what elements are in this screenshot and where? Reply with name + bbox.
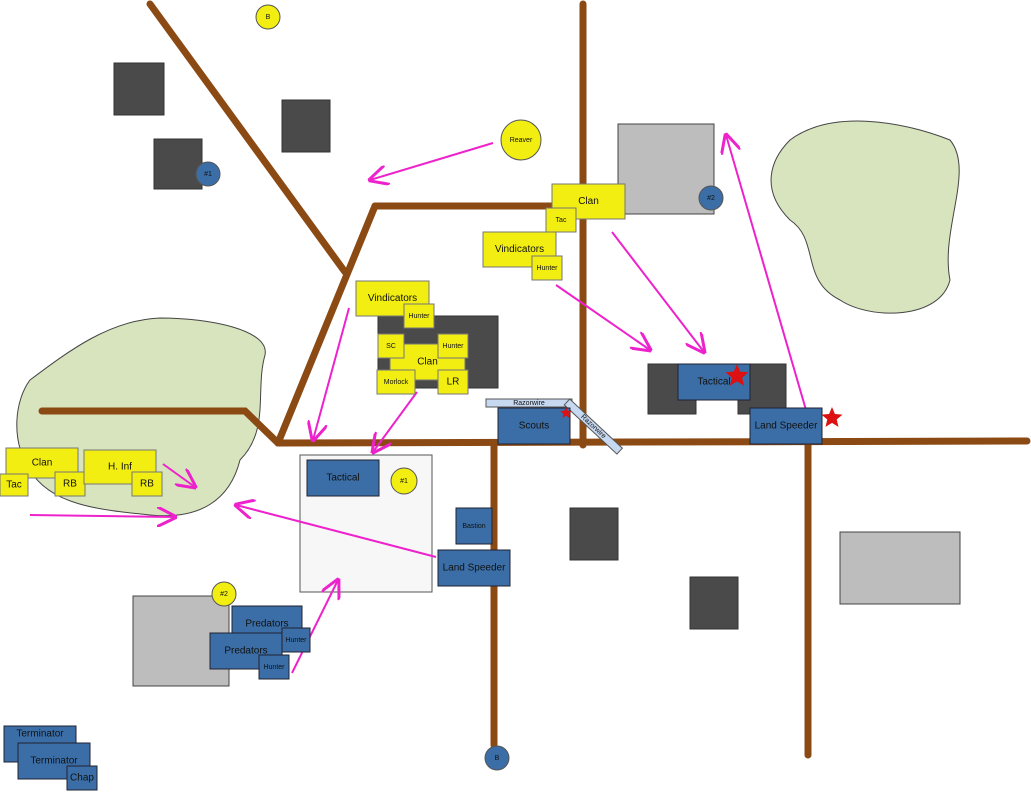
- razorwire-label: Razorwire: [513, 400, 545, 407]
- unit-sc-label: SC: [386, 343, 396, 350]
- unit-tac: [0, 473, 29, 497]
- unit-tactical-label: Tactical: [697, 377, 730, 388]
- unit-predators-label: Predators: [245, 619, 288, 630]
- unit-clan-label: Clan: [32, 458, 53, 469]
- unit-hunter: [403, 303, 435, 329]
- objective-1-label: #1: [400, 478, 408, 485]
- unit-tactical: [306, 459, 380, 497]
- objective-1: [390, 467, 418, 495]
- objective-b: [255, 4, 281, 30]
- unit-hunter-label: Hunter: [263, 664, 285, 671]
- objective-2-blue: [698, 185, 724, 211]
- unit-hunter-label: Hunter: [442, 343, 464, 350]
- unit-vindicators-label: Vindicators: [368, 293, 417, 304]
- unit-clan-label: Clan: [417, 357, 438, 368]
- unit-lr: [437, 369, 469, 395]
- unit-reaver: [500, 119, 542, 161]
- unit-terminator-label: Terminator: [30, 756, 78, 767]
- roads: [38, 0, 1031, 759]
- unit-land-speeder: [437, 549, 511, 587]
- objective-2-label: #2: [220, 591, 228, 598]
- objective-1-blue-label: #1: [204, 171, 212, 178]
- unit-morlock: [376, 369, 416, 395]
- unit-bastion: [455, 507, 493, 545]
- unit-predators-label: Predators: [224, 646, 267, 657]
- casualty-star-icon: [560, 407, 572, 418]
- unit-chaplain-label: Chap: [70, 773, 94, 784]
- unit-vindicators-label: Vindicators: [495, 244, 544, 255]
- unit-hunter: [258, 654, 290, 680]
- objective-1-blue: [195, 161, 221, 187]
- objective-2: [211, 581, 237, 607]
- unit-bastion-label: Bastion: [462, 523, 485, 530]
- unit-heavy-infantry-label: H. Inf: [108, 462, 132, 473]
- unit-land-speeder: [749, 407, 823, 445]
- unit-rb-label: RB: [63, 479, 77, 490]
- casualty-star-icon: [725, 364, 749, 386]
- unit-chaplain: [66, 765, 98, 791]
- objective-b-blue-label: B: [495, 755, 500, 762]
- unit-hunter-label: Hunter: [408, 313, 430, 320]
- unit-sc: [377, 333, 405, 359]
- unit-lr-label: LR: [447, 377, 460, 388]
- unit-land-speeder-label: Land Speeder: [755, 421, 819, 432]
- unit-scouts-label: Scouts: [519, 421, 550, 432]
- terrain-forest-right: [770, 120, 960, 314]
- unit-hunter-label: Hunter: [536, 265, 558, 272]
- casualty-star-icon: [821, 407, 843, 427]
- unit-scouts: [497, 407, 571, 445]
- movement-arrows: [29, 135, 807, 674]
- objective-b-label: B: [266, 14, 271, 21]
- objective-b-blue: [484, 745, 510, 771]
- unit-tac-label: Tac: [6, 480, 22, 491]
- unit-rb-label: RB: [140, 479, 154, 490]
- unit-morlock-label: Morlock: [384, 379, 409, 386]
- unit-tac: [545, 207, 577, 233]
- unit-reaver-label: Reaver: [510, 137, 533, 144]
- unit-rb: [131, 471, 163, 497]
- unit-land-speeder-label: Land Speeder: [443, 563, 507, 574]
- objective-2-blue-label: #2: [707, 195, 715, 202]
- unit-terminator-label: Terminator: [16, 729, 64, 740]
- unit-rb: [54, 471, 86, 497]
- unit-tac-label: Tac: [556, 217, 567, 224]
- unit-tactical-label: Tactical: [326, 473, 359, 484]
- unit-hunter: [531, 255, 563, 281]
- unit-hunter-label: Hunter: [285, 637, 307, 644]
- unit-hunter: [437, 333, 469, 359]
- unit-clan-label: Clan: [578, 196, 599, 207]
